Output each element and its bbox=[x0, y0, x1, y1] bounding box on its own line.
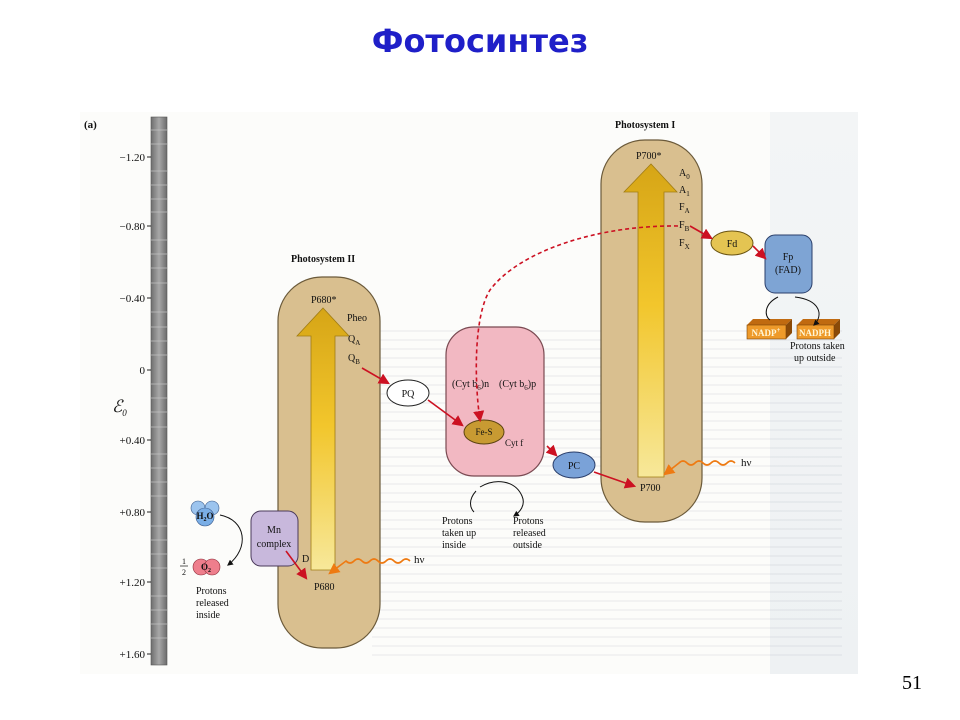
light-wave-ps2 bbox=[328, 558, 411, 575]
fd-node bbox=[710, 230, 754, 256]
tick-label: +0.40 bbox=[120, 435, 146, 447]
qb-label: QB bbox=[348, 353, 360, 366]
protons-taken-inside-3: inside bbox=[442, 540, 466, 551]
a0-label: A0 bbox=[679, 168, 690, 181]
panel-label: (a) bbox=[84, 119, 97, 131]
electron-flow-arrows bbox=[285, 225, 767, 580]
protons-released-outside-2: released bbox=[513, 528, 546, 539]
mn-label: Mn bbox=[267, 525, 281, 536]
hv-label-ps2: hν bbox=[414, 554, 425, 566]
protons-released-inside-2: released bbox=[196, 598, 229, 609]
p680-star-label: P680* bbox=[311, 295, 337, 306]
nadp-curve bbox=[765, 296, 779, 321]
svg-text:NADP+: NADP+ bbox=[752, 326, 781, 338]
fp-to-nadph-curve bbox=[794, 296, 820, 326]
cytochrome-b6f-box bbox=[445, 326, 545, 477]
p680-label: P680 bbox=[314, 582, 335, 593]
pq-node bbox=[386, 379, 430, 407]
pheo-label: Pheo bbox=[347, 313, 367, 324]
fx-label: FX bbox=[679, 238, 690, 251]
cyclic-electron-dashed-arrow bbox=[473, 225, 679, 423]
hv-label-ps1: hν bbox=[741, 457, 752, 469]
fd-label: Fd bbox=[727, 239, 738, 250]
tick-label: +0.80 bbox=[120, 507, 146, 519]
axis-label: ℰ0 bbox=[112, 397, 127, 418]
nadph-block: NADPH bbox=[796, 319, 840, 340]
pc-label: PC bbox=[568, 461, 581, 472]
svg-text:NADPH: NADPH bbox=[799, 328, 831, 338]
o2-label: O2 bbox=[201, 562, 211, 574]
fp-box bbox=[764, 234, 813, 294]
protons-released-outside-1: Protons bbox=[513, 516, 544, 527]
pc-to-p700-arrow bbox=[593, 471, 637, 489]
photosystem1-energy-arrow bbox=[623, 163, 678, 478]
nadp-block: NADP+ bbox=[746, 319, 792, 340]
axis-tick-labels: −1.20 −0.80 −0.40 0 +0.40 +0.80 +1.20 +1… bbox=[120, 152, 146, 661]
protons-outside-label-2: up outside bbox=[794, 353, 836, 364]
fp-label: Fp bbox=[783, 252, 794, 263]
fd-to-fp-arrow bbox=[752, 245, 767, 260]
pq-label: PQ bbox=[402, 389, 416, 400]
page-number: 51 bbox=[902, 672, 922, 694]
protons-released-inside-1: Protons bbox=[196, 586, 227, 597]
axis-ticks bbox=[147, 156, 151, 655]
half-denominator: 2 bbox=[182, 568, 186, 577]
qa-label: QA bbox=[348, 334, 360, 347]
d-label: D bbox=[302, 554, 309, 565]
protons-taken-inside-2: taken up bbox=[442, 528, 476, 539]
tick-label: −1.20 bbox=[120, 152, 146, 164]
cytf-to-pc-arrow bbox=[545, 444, 558, 457]
protons-outside-label-1: Protons taken bbox=[790, 341, 845, 352]
pq-to-fes-arrow bbox=[427, 399, 464, 427]
tick-label: +1.60 bbox=[120, 649, 146, 661]
fe-s-label: Fe-S bbox=[475, 427, 492, 437]
p700-star-label: P700* bbox=[636, 151, 662, 162]
a1-label: A1 bbox=[679, 185, 690, 198]
fa-label: FA bbox=[679, 202, 690, 215]
photosystem2-title: Photosystem II bbox=[291, 254, 355, 265]
light-wave-ps1 bbox=[663, 460, 736, 476]
cyt-b6-n-label: (Cyt b6)n bbox=[452, 379, 489, 392]
fad-label: (FAD) bbox=[775, 265, 801, 276]
o2-molecule bbox=[192, 558, 221, 576]
fb-to-fd-arrow bbox=[689, 225, 713, 240]
tick-label: −0.80 bbox=[120, 221, 146, 233]
water-splitting-curve bbox=[219, 514, 243, 566]
protons-released-inside-3: inside bbox=[196, 610, 220, 621]
tick-label: +1.20 bbox=[120, 577, 146, 589]
cyt-proton-curve-left bbox=[470, 490, 477, 513]
photosystem1-title: Photosystem I bbox=[615, 120, 675, 131]
mn-complex-label: complex bbox=[257, 539, 291, 550]
scan-margin bbox=[770, 112, 858, 674]
cyt-b6-p-label: (Cyt b6)p bbox=[499, 379, 536, 392]
p700-label: P700 bbox=[640, 483, 661, 494]
photosystem2-energy-arrow bbox=[296, 307, 350, 571]
half-numerator: 1 bbox=[182, 557, 186, 566]
scale-bar-segments bbox=[151, 129, 167, 639]
mn-to-p680-arrow bbox=[285, 550, 308, 580]
protons-released-outside-3: outside bbox=[513, 540, 542, 551]
h2o-label: H2O bbox=[196, 511, 213, 523]
fb-label: FB bbox=[679, 220, 690, 233]
cyt-f-label: Cyt f bbox=[505, 438, 523, 448]
pc-node bbox=[552, 451, 596, 479]
page-title: Фотосинтез bbox=[371, 22, 589, 60]
tick-label: 0 bbox=[140, 365, 146, 377]
tick-label: −0.40 bbox=[120, 293, 146, 305]
h2o-molecule bbox=[190, 500, 220, 527]
qb-to-pq-arrow bbox=[361, 367, 390, 385]
protons-taken-inside-1: Protons bbox=[442, 516, 473, 527]
cyt-proton-curve bbox=[479, 481, 524, 517]
